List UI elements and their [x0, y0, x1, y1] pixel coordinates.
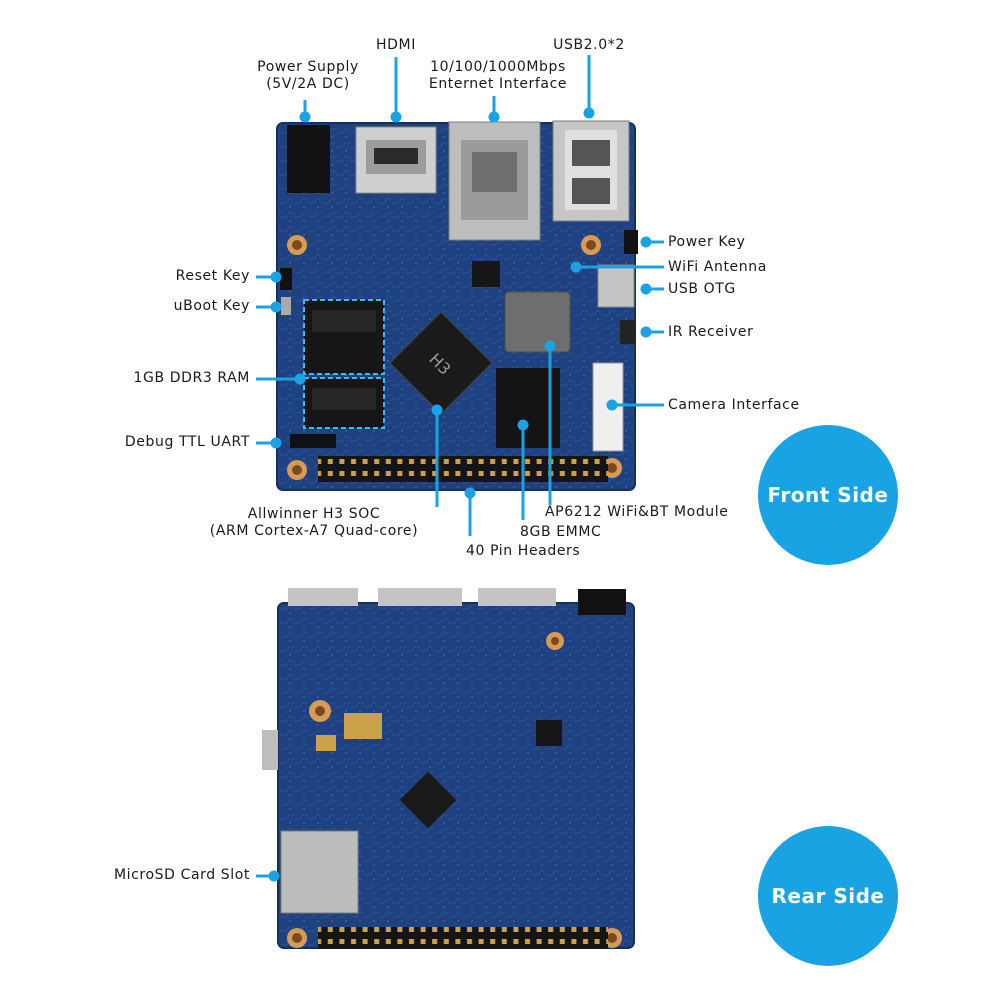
reset-key-part [280, 268, 292, 290]
label-power-supply-line2: (5V/2A DC) [266, 76, 350, 92]
hdmi-port [355, 126, 437, 194]
label-uboot-key: uBoot Key [173, 298, 250, 314]
label-power-supply-line1: Power Supply [257, 59, 359, 75]
rear-side-badge: Rear Side [758, 826, 898, 966]
label-ir-receiver: IR Receiver [668, 324, 754, 340]
label-ethernet-line1: 10/100/1000Mbps [430, 59, 566, 75]
ethernet-port [448, 121, 541, 241]
wifi-module [504, 291, 571, 353]
label-power-supply: Power Supply (5V/2A DC) [238, 59, 378, 93]
label-wifi-antenna: WiFi Antenna [668, 259, 767, 275]
label-ethernet: 10/100/1000Mbps Enternet Interface [408, 59, 588, 93]
rear-board [262, 588, 635, 949]
usb-otg-port [597, 264, 635, 308]
power-key-part [624, 230, 638, 254]
label-usb-otg: USB OTG [668, 281, 736, 297]
microsd-slot-part [280, 830, 359, 914]
label-soc: Allwinner H3 SOC (ARM Cortex-A7 Quad-cor… [186, 506, 442, 540]
label-ram: 1GB DDR3 RAM [133, 370, 250, 386]
power-jack [287, 125, 330, 193]
pin-header [318, 456, 608, 482]
label-pin-headers: 40 Pin Headers [466, 543, 581, 559]
front-board: H3 [276, 120, 638, 491]
label-debug-uart: Debug TTL UART [124, 434, 250, 450]
uboot-key-part [281, 297, 291, 315]
label-reset-key: Reset Key [175, 268, 250, 284]
label-power-key: Power Key [668, 234, 746, 250]
label-soc-line1: Allwinner H3 SOC [247, 506, 381, 522]
uart-pins [290, 434, 336, 448]
soc-chip: H3 [389, 311, 493, 415]
label-wifi-module: AP6212 WiFi&BT Module [545, 504, 729, 520]
ram-chips [303, 299, 385, 429]
small-chip [472, 261, 500, 287]
callout-lines [256, 55, 664, 882]
label-soc-line2: (ARM Cortex-A7 Quad-core) [209, 523, 419, 539]
label-emmc: 8GB EMMC [520, 524, 602, 540]
label-camera: Camera Interface [668, 397, 800, 413]
label-ethernet-line2: Enternet Interface [428, 76, 568, 92]
label-hdmi: HDMI [376, 37, 416, 53]
ir-receiver-part [620, 320, 636, 344]
front-side-badge: Front Side [758, 425, 898, 565]
usb-port [552, 120, 630, 222]
label-microsd: MicroSD Card Slot [113, 867, 250, 883]
label-usb: USB2.0*2 [553, 37, 625, 53]
